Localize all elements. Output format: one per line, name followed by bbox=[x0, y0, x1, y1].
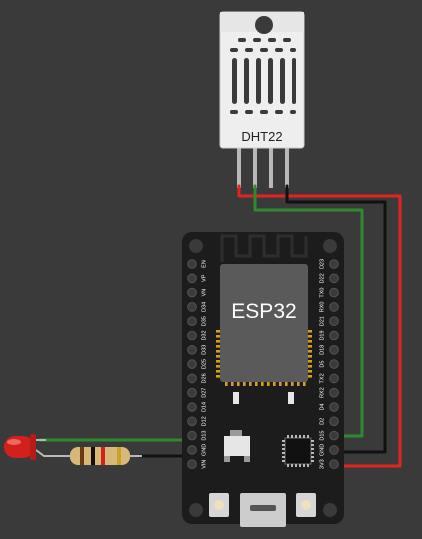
voltage-regulator bbox=[224, 430, 250, 462]
red-led[interactable] bbox=[4, 434, 60, 460]
pin-label-right-tx2: TX2 bbox=[319, 373, 325, 383]
esp32-module bbox=[220, 264, 308, 382]
header-pin-right-d15[interactable] bbox=[329, 430, 339, 441]
header-pin-left-d33[interactable] bbox=[187, 345, 197, 355]
header-pin-right-d18[interactable] bbox=[329, 345, 339, 355]
header-pin-right-d22[interactable] bbox=[329, 273, 339, 284]
header-pin-right-tx2[interactable] bbox=[329, 373, 339, 384]
header-pin-left-d27[interactable] bbox=[187, 387, 197, 398]
pin-label-right-3v3: 3V3 bbox=[319, 459, 325, 469]
pin-label-left-en: EN bbox=[201, 260, 207, 268]
header-pin-left-en[interactable] bbox=[187, 259, 197, 269]
pin-label-left-d35: D35 bbox=[201, 316, 207, 326]
boot-button[interactable] bbox=[296, 493, 316, 517]
pin-label-left-vp: VP bbox=[201, 274, 207, 282]
pin-label-left-d14: D14 bbox=[201, 402, 207, 412]
pin-label-left-vn: VN bbox=[201, 289, 207, 297]
pin-label-left-d13: D13 bbox=[201, 431, 207, 441]
esp32-antenna bbox=[220, 234, 308, 262]
esp32-label: ESP32 bbox=[231, 300, 296, 323]
header-pin-left-d13[interactable] bbox=[187, 430, 197, 441]
dht22-sensor[interactable]: DHT22 bbox=[219, 11, 305, 188]
pin-label-right-d15: D15 bbox=[319, 431, 325, 441]
pin-label-right-gnd: GND bbox=[319, 444, 325, 456]
header-pin-right-gnd[interactable] bbox=[329, 445, 339, 455]
dht22-pins bbox=[237, 146, 289, 188]
header-pin-left-d12[interactable] bbox=[187, 416, 197, 427]
right-header-pins[interactable] bbox=[329, 259, 339, 470]
pin-label-left-d12: D12 bbox=[201, 416, 207, 426]
pin-label-left-d32: D32 bbox=[201, 330, 207, 340]
pin-label-right-d19: D19 bbox=[319, 330, 325, 340]
header-pin-left-vp[interactable] bbox=[187, 273, 197, 284]
dht22-label: DHT22 bbox=[241, 129, 282, 144]
resistor[interactable] bbox=[58, 447, 142, 465]
esp32-module-pins bbox=[216, 330, 312, 386]
reset-button[interactable] bbox=[209, 493, 229, 517]
header-pin-right-d4[interactable] bbox=[329, 402, 339, 412]
header-pin-left-vin[interactable] bbox=[187, 459, 197, 470]
header-pin-right-d2[interactable] bbox=[329, 416, 339, 427]
pin-label-right-d2: D2 bbox=[319, 418, 325, 425]
pin-label-left-vin: VIN bbox=[201, 460, 207, 469]
micro-usb-port[interactable] bbox=[240, 493, 286, 527]
pin-label-right-d23: D23 bbox=[319, 259, 325, 269]
header-pin-left-d35[interactable] bbox=[187, 316, 197, 327]
pin-label-right-d18: D18 bbox=[319, 345, 325, 355]
header-pin-right-rx0[interactable] bbox=[329, 302, 339, 312]
wires[interactable] bbox=[38, 184, 402, 468]
header-pin-right-tx0[interactable] bbox=[329, 287, 339, 298]
header-pin-right-rx2[interactable] bbox=[329, 387, 339, 398]
pin-label-right-tx0: TX0 bbox=[319, 288, 325, 298]
wire-black-gnd[interactable] bbox=[285, 184, 387, 454]
pin-label-right-rx2: RX2 bbox=[319, 387, 325, 398]
header-pin-right-d19[interactable] bbox=[329, 330, 339, 341]
pin-label-right-rx0: RX0 bbox=[319, 302, 325, 313]
header-pin-right-3v3[interactable] bbox=[329, 459, 339, 470]
pin-label-right-d4: D4 bbox=[319, 403, 325, 410]
header-pin-left-d25[interactable] bbox=[187, 359, 197, 369]
dht22-grille bbox=[230, 38, 296, 114]
pin-label-left-d33: D33 bbox=[201, 345, 207, 355]
pin-label-left-gnd: GND bbox=[201, 444, 207, 456]
header-pin-left-d34[interactable] bbox=[187, 302, 197, 312]
pin-label-left-d27: D27 bbox=[201, 388, 207, 398]
header-pin-left-gnd[interactable] bbox=[187, 445, 197, 455]
pin-label-right-d5: D5 bbox=[319, 361, 325, 368]
header-pin-left-d26[interactable] bbox=[187, 373, 197, 384]
header-pin-left-vn[interactable] bbox=[187, 287, 197, 298]
left-header-pins[interactable] bbox=[187, 259, 197, 470]
wire-green-data[interactable] bbox=[253, 184, 364, 438]
header-pin-right-d21[interactable] bbox=[329, 316, 339, 327]
pin-label-left-d25: D25 bbox=[201, 359, 207, 369]
header-pin-right-d23[interactable] bbox=[329, 259, 339, 269]
header-pin-left-d32[interactable] bbox=[187, 330, 197, 341]
usb-chip bbox=[282, 435, 314, 467]
pin-label-right-d22: D22 bbox=[319, 273, 325, 283]
header-pin-right-d5[interactable] bbox=[329, 359, 339, 369]
pin-label-left-d34: D34 bbox=[201, 302, 207, 312]
pin-label-left-d26: D26 bbox=[201, 373, 207, 383]
header-pin-left-d14[interactable] bbox=[187, 402, 197, 412]
esp32-board[interactable]: ESP32 bbox=[182, 232, 344, 527]
wire-red-vcc[interactable] bbox=[237, 184, 402, 468]
dht22-mount-hole bbox=[255, 16, 273, 34]
pin-label-right-d21: D21 bbox=[319, 316, 325, 326]
